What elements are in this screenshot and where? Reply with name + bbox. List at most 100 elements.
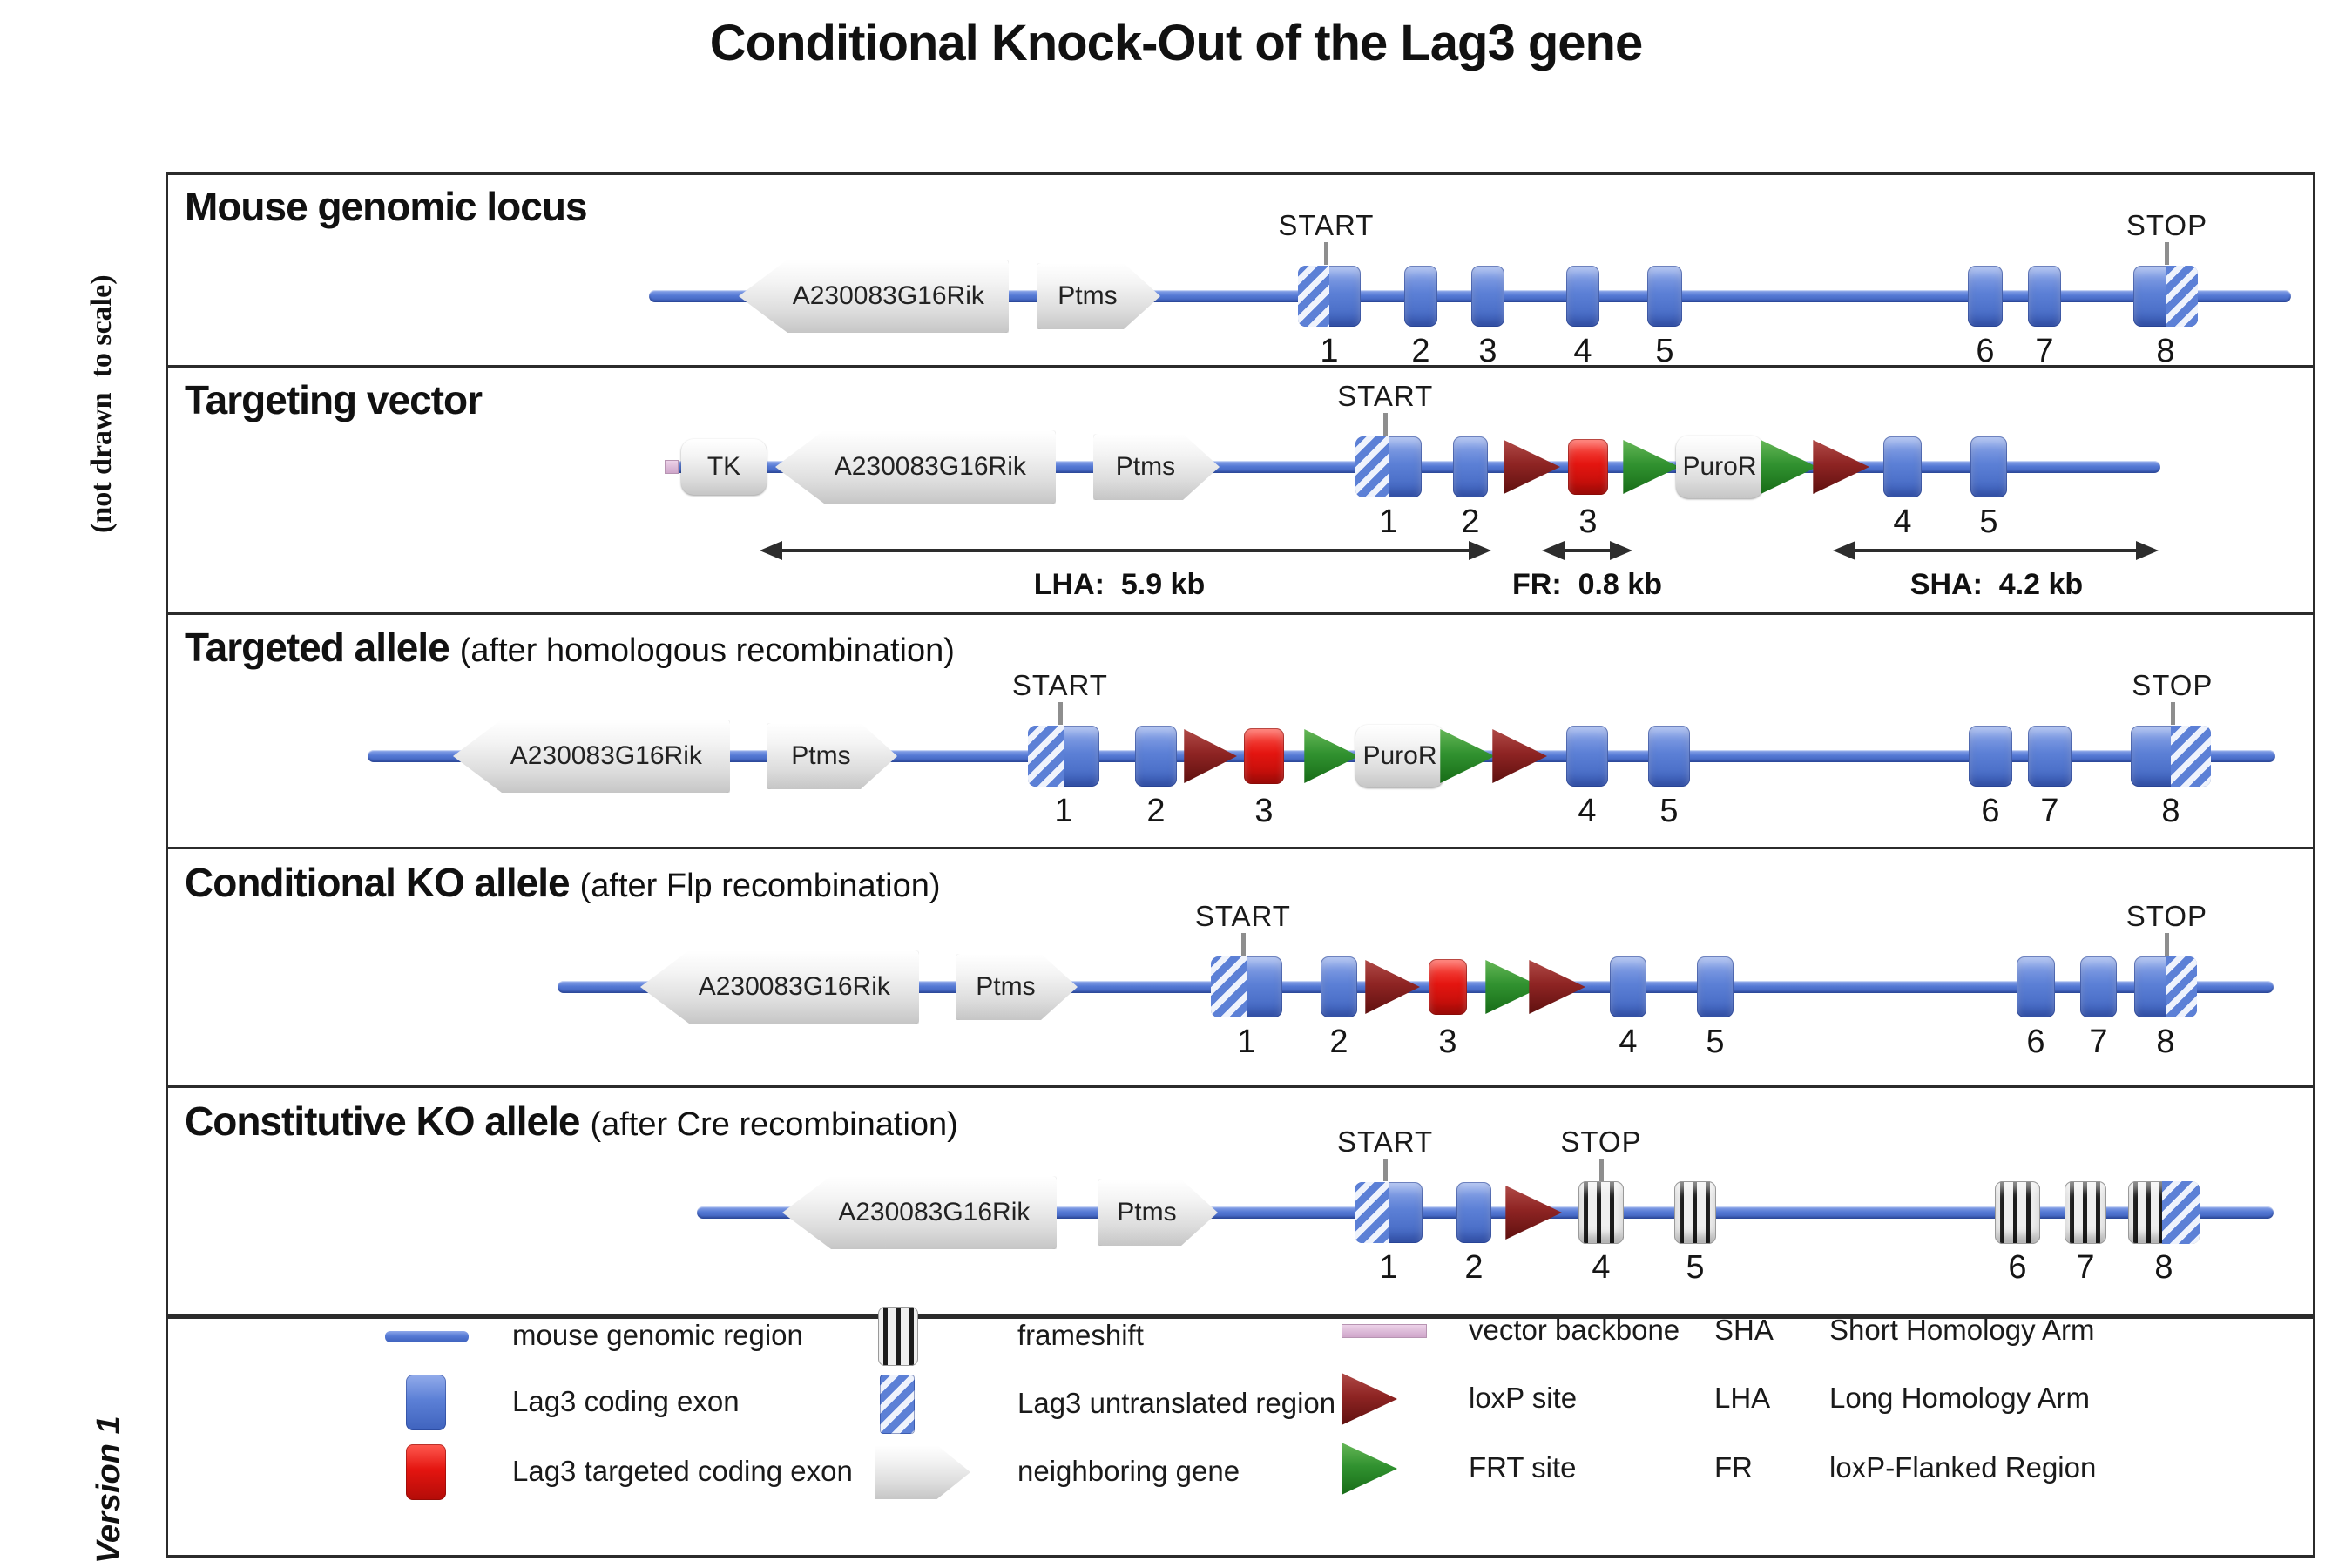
marker-start: START [1278,209,1375,241]
legend-label: Lag3 untranslated region [1017,1387,1336,1419]
gene-arrow-ptms: Ptms [1093,434,1220,500]
gene-arrow-a230083g16rik: A230083G16Rik [640,950,919,1024]
utr-hatch [1211,956,1247,1017]
exon-7 [2028,266,2061,327]
legend-label: FRT site [1469,1451,1577,1484]
loxp-site-icon [1492,729,1547,783]
exon-6 [1968,266,2003,327]
exon-3 [1471,266,1504,327]
gene-arrow-a230083g16rik: A230083G16Rik [775,430,1056,504]
gene-arrow-a230083g16rik: A230083G16Rik [453,720,730,793]
exon-number: 6 [1981,793,2000,829]
exon-number: 6 [2026,1024,2045,1060]
panel-subtitle-text: (after Flp recombination) [579,868,941,904]
utr-hatch [1298,266,1329,327]
marker-tick [1058,702,1063,725]
panel-title-targeting-vector: Targeting vector [185,376,492,423]
utr-hatch [1028,726,1064,787]
exon-number: 4 [1578,793,1597,829]
legend-swatch-vector-backbone-icon [1342,1324,1427,1338]
exon-number: 6 [1976,333,1995,369]
panel-title-targeted-allele: Targeted allele(after homologous recombi… [185,624,955,671]
marker-tick [1324,242,1329,265]
loxp-site-icon [1813,440,1869,494]
measure-label-lha: LHA: 5.9 kb [1033,568,1206,601]
measure-label-fr: FR: 0.8 kb [1512,568,1662,601]
exon-1 [1298,266,1361,327]
exon-number: 7 [2035,333,2054,369]
panel-title-conditional-ko-allele: Conditional KO allele(after Flp recombin… [185,859,941,906]
loxp-site-icon [1529,960,1585,1014]
exon-number: 5 [1659,793,1679,829]
legend-label: vector backbone [1469,1314,1680,1346]
exon-number: 5 [1706,1024,1725,1060]
marker-start: START [1337,380,1434,412]
utr-hatch [2171,726,2211,787]
gene-arrow-a230083g16rik: A230083G16Rik [782,1176,1057,1249]
exon-5 [1647,266,1682,327]
exon-5 [1648,726,1690,787]
marker-tick [1599,1159,1604,1181]
exon-number: 1 [1320,333,1339,369]
gene-arrow-puror: PuroR [1676,436,1763,498]
panel-title-text: Targeting vector [185,377,483,422]
diagram-frame [166,172,2315,1558]
gene-arrow-ptms: Ptms [767,723,897,789]
marker-tick [1383,1159,1389,1181]
legend-abbr-definition: Short Homology Arm [1829,1314,2095,1346]
gene-arrow-ptms: Ptms [956,954,1078,1020]
exon-2 [1135,726,1177,787]
marker-start: START [1011,669,1108,701]
utr-hatch [1355,1182,1389,1243]
exon-number: 3 [1438,1024,1457,1060]
exon-number: 6 [2008,1249,2027,1286]
exon-number: 2 [1464,1249,1484,1286]
legend-abbr: FR [1714,1451,1753,1484]
marker-stop: STOP [1560,1125,1642,1158]
exon-number: 8 [2161,793,2180,829]
legend-label: mouse genomic region [512,1319,803,1351]
marker-stop: STOP [2132,669,2213,701]
gene-arrow-puror: PuroR [1355,725,1444,787]
exon-number: 2 [1329,1024,1348,1060]
measure-arrow-lha [760,540,1491,561]
loxp-site-icon [1184,729,1237,783]
panel-title-text: Constitutive KO allele [185,1098,580,1144]
exon-2 [1456,1182,1491,1243]
exon-8 [2134,956,2197,1017]
exon-number: 2 [1411,333,1430,369]
marker-tick [2170,702,2175,725]
exon-4 [1883,436,1922,497]
marker-stop: STOP [2126,900,2208,932]
legend-swatch-loxp-icon [1342,1373,1397,1425]
gene-arrow-a230083g16rik: A230083G16Rik [739,260,1009,333]
panel-title-text: Mouse genomic locus [185,184,588,229]
targeted-exon-3 [1244,728,1284,784]
measure-arrow-fr [1542,540,1632,561]
exon-number: 4 [1573,333,1592,369]
measure-line [775,549,1476,552]
utr-hatch [2162,1181,2200,1244]
page-title: Conditional Knock-Out of the Lag3 gene [709,15,1643,71]
panel-subtitle-text: (after Cre recombination) [590,1106,958,1143]
frt-site-icon [1761,440,1817,494]
measure-line [1558,549,1617,552]
legend-label: neighboring gene [1017,1455,1240,1487]
gene-arrow-ptms: Ptms [1037,263,1160,329]
exon-5 [1697,956,1734,1017]
utr-hatch [1355,436,1389,497]
marker-tick [1383,413,1389,436]
panel-title-text: Conditional KO allele [185,860,571,905]
targeted-exon-3 [1568,439,1608,495]
arrowhead-left-icon [1542,541,1565,560]
legend-swatch-targeted-exon-icon [406,1444,446,1500]
targeted-exon-3 [1429,959,1467,1015]
panel-subtitle-text: (after homologous recombination) [459,632,955,669]
exon-4 [1566,266,1599,327]
loxp-site-icon [1365,960,1420,1014]
panel-title-mouse-genomic-locus: Mouse genomic locus [185,183,598,230]
legend-label: frameshift [1017,1319,1144,1351]
exon-number: 7 [2089,1024,2108,1060]
exon-number: 1 [1237,1024,1256,1060]
